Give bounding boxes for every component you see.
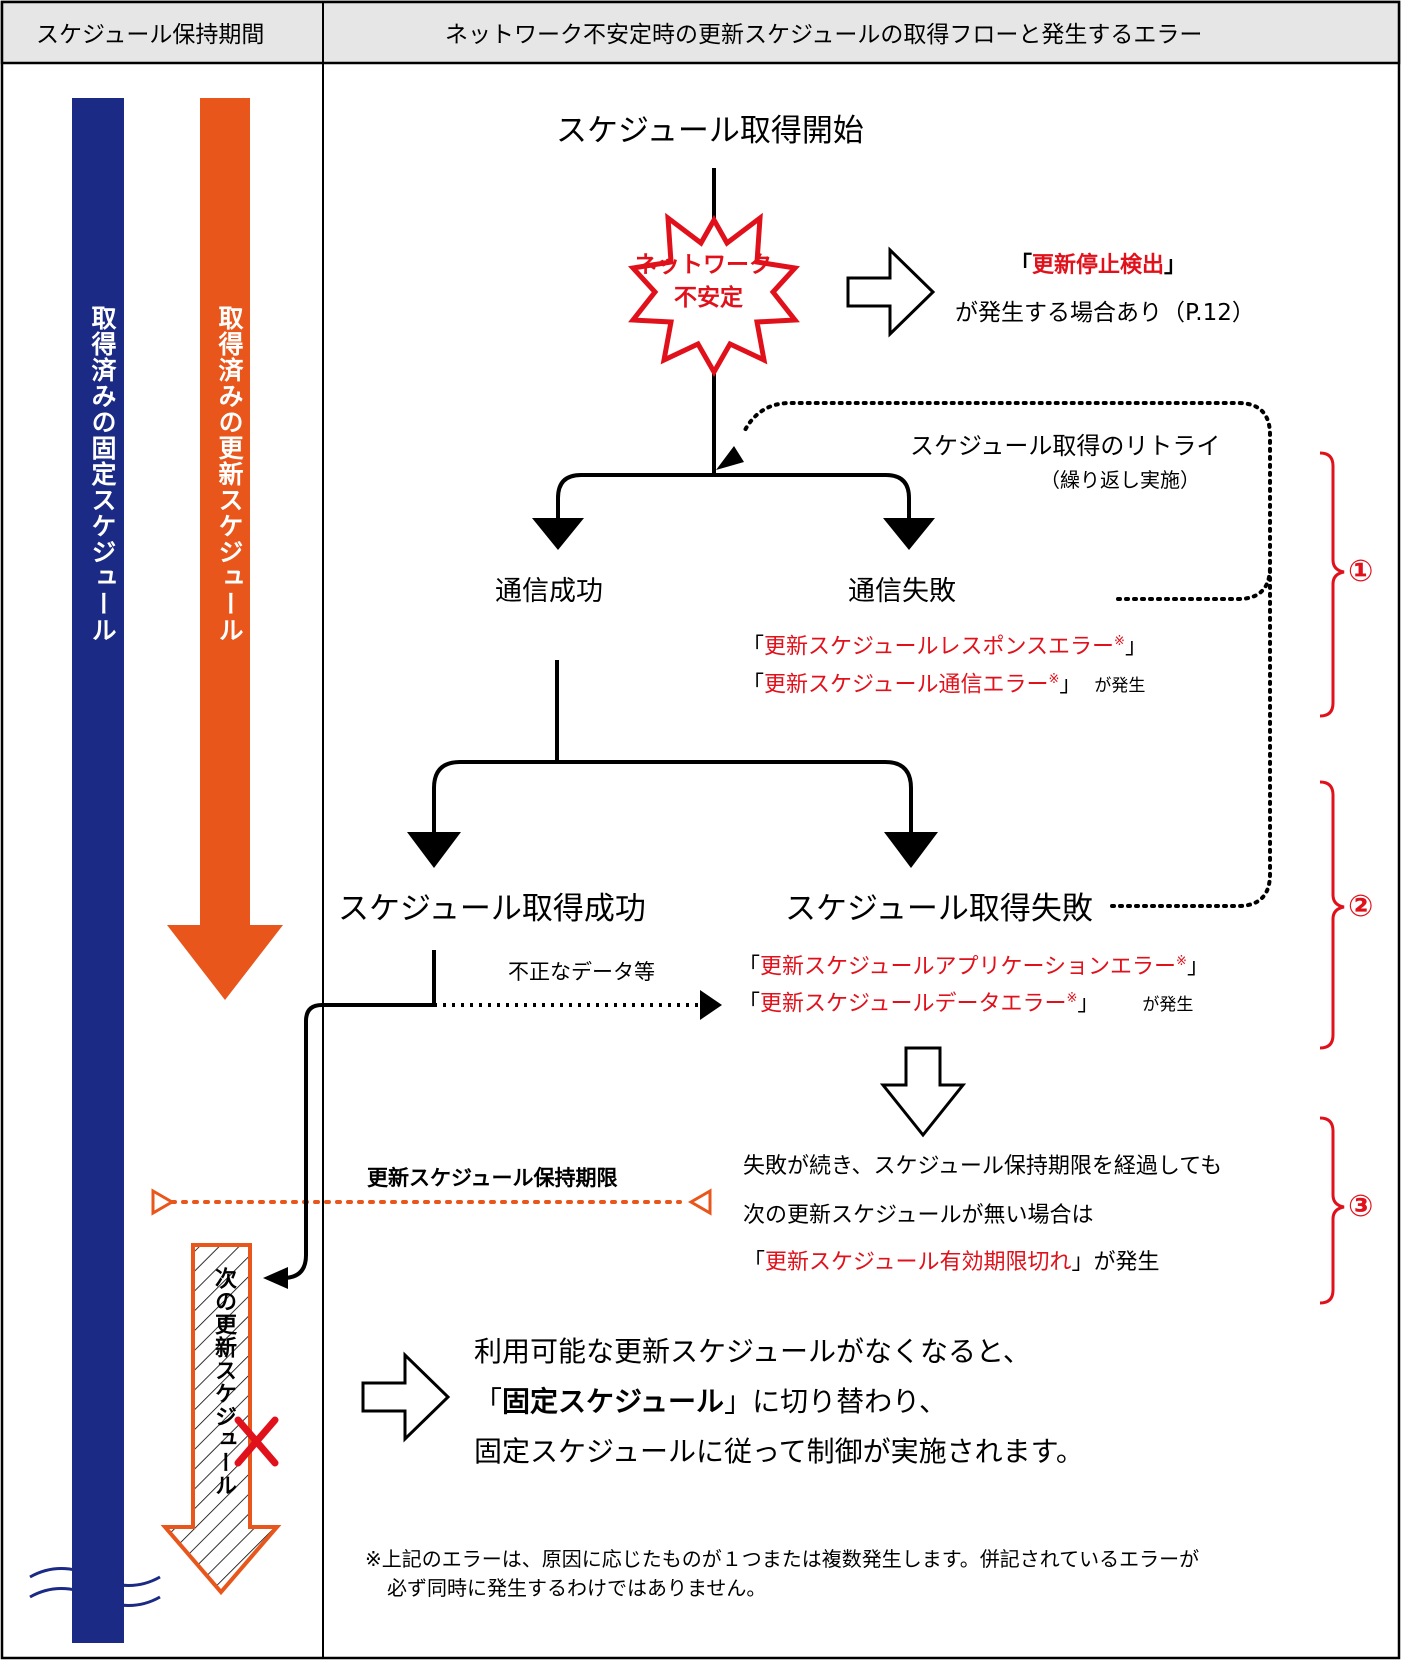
next-schedule-arrow xyxy=(160,1243,282,1596)
error-name: 更新スケジュール通信エラー xyxy=(764,672,1049,698)
update-schedule-label: 取得済みの更新スケジュール xyxy=(215,305,244,643)
bracket-close: 」 xyxy=(1071,1250,1094,1275)
bracket-open: 「 xyxy=(742,672,765,698)
retry-loop-line xyxy=(743,401,1272,601)
comm-success: 通信成功 xyxy=(495,576,603,607)
error-name: 更新スケジュール有効期限切れ xyxy=(765,1250,1072,1275)
stop-detect: 「更新停止検出」 xyxy=(1010,253,1186,279)
bracket-open: 「 xyxy=(738,954,761,980)
sched-success: スケジュール取得成功 xyxy=(338,891,646,927)
expiry-right-marker xyxy=(688,1188,712,1216)
bracket-open: 「 xyxy=(1010,253,1033,278)
note-mark: ※ xyxy=(1176,954,1187,969)
arrow-head-sched-success xyxy=(407,832,461,868)
switch-line3: 固定スケジュールに従って制御が実施されます。 xyxy=(474,1435,1084,1468)
expiry-text-2: 次の更新スケジュールが無い場合は xyxy=(743,1203,1094,1228)
burst-line1: ネットワーク xyxy=(634,252,772,278)
switch-line2: 「固定スケジュール」に切り替わり、 xyxy=(474,1385,947,1419)
note-mark: ※ xyxy=(1066,991,1078,1006)
error-data: 「更新スケジュールデータエラー※」 が発生 xyxy=(738,991,1193,1018)
footnote-line1: ※上記のエラーは、原因に応じたものが１つまたは複数発生します。併記されているエラ… xyxy=(365,1547,1200,1571)
marker-3: ③ xyxy=(1348,1189,1374,1224)
bracket-close: 」 xyxy=(1124,634,1147,660)
bracket-open: 「 xyxy=(474,1385,503,1418)
switch-line1: 利用可能な更新スケジュールがなくなると、 xyxy=(474,1335,1031,1368)
flow-start: スケジュール取得開始 xyxy=(556,113,864,149)
split-line-1 xyxy=(556,473,911,520)
bracket-close: 」 xyxy=(1059,672,1082,698)
right-arrow-icon-1 xyxy=(846,246,936,338)
retry-arrow-head xyxy=(716,446,744,470)
arrow-head-fail xyxy=(883,518,935,550)
bracket-open: 「 xyxy=(738,991,761,1017)
down-arrow-icon xyxy=(879,1046,967,1138)
bracket-close: 」 xyxy=(1077,991,1100,1017)
brace-3 xyxy=(1319,1116,1345,1305)
brace-2 xyxy=(1319,780,1345,1050)
fixed-schedule-name: 固定スケジュール xyxy=(502,1385,725,1418)
switch-rest: 」に切り替わり、 xyxy=(724,1385,947,1418)
right-arrow-icon-2 xyxy=(361,1351,451,1443)
split-line-2 xyxy=(432,760,913,835)
error-name: 更新スケジュールレスポンスエラー xyxy=(764,634,1115,660)
bracket-close: 」 xyxy=(1186,954,1209,980)
invalid-data-arrow-head xyxy=(700,990,722,1020)
bracket-open: 「 xyxy=(743,1250,766,1275)
retry-loop-line-2 xyxy=(1110,568,1272,908)
fixed-schedule-label: 取得済みの固定スケジュール xyxy=(88,305,117,643)
error-suffix: が発生 xyxy=(1094,676,1146,697)
sched-fail: スケジュール取得失敗 xyxy=(785,891,1093,927)
retry-note: （繰り返し実施） xyxy=(1040,468,1200,492)
footnote: ※上記のエラーは、原因に応じたものが１つまたは複数発生します。併記されているエラ… xyxy=(365,1545,1375,1603)
arrow-head-success xyxy=(532,518,584,550)
expiry-text-1: 失敗が続き、スケジュール保持期限を経過しても xyxy=(743,1154,1223,1179)
bracket-close: 」 xyxy=(1164,253,1187,278)
invalid-data-label: 不正なデータ等 xyxy=(508,960,655,984)
wave-icon xyxy=(29,1567,161,1607)
error-name: 更新スケジュールアプリケーションエラー xyxy=(760,954,1177,980)
fallback-arrow-head xyxy=(263,1267,288,1289)
update-schedule-arrow xyxy=(167,98,283,1000)
error-communication: 「更新スケジュール通信エラー※」 が発生 xyxy=(742,672,1145,699)
bracket-open: 「 xyxy=(742,634,765,660)
error-response: 「更新スケジュールレスポンスエラー※」 xyxy=(742,634,1147,661)
header-left: スケジュール保持期間 xyxy=(36,22,265,48)
fallback-line xyxy=(282,1003,434,1280)
arrow-head-sched-fail xyxy=(884,832,938,868)
note-mark: ※ xyxy=(1048,672,1060,687)
stop-detect-suffix: が発生する場合あり（P.12） xyxy=(955,300,1255,326)
burst-icon xyxy=(628,212,800,378)
stop-detect-name: 更新停止検出 xyxy=(1032,253,1165,278)
brace-1 xyxy=(1319,451,1345,718)
marker-2: ② xyxy=(1348,889,1374,924)
header-right: ネットワーク不安定時の更新スケジュールの取得フローと発生するエラー xyxy=(445,22,1203,48)
cross-icon xyxy=(234,1416,279,1467)
fixed-schedule-bar xyxy=(72,98,124,1643)
note-mark: ※ xyxy=(1114,634,1125,649)
expiry-left-marker xyxy=(151,1188,175,1216)
footnote-line2: 必ず同時に発生するわけではありません。 xyxy=(387,1576,767,1600)
header-band xyxy=(0,0,1401,65)
next-schedule-label: 次の更新スケジュール xyxy=(211,1267,236,1497)
comm-fail: 通信失敗 xyxy=(848,576,956,607)
retry-label: スケジュール取得のリトライ xyxy=(910,432,1221,460)
error-name: 更新スケジュールデータエラー xyxy=(760,991,1067,1017)
error-suffix: が発生 xyxy=(1142,995,1194,1016)
marker-1: ① xyxy=(1348,554,1374,589)
error-suffix: が発生 xyxy=(1093,1250,1160,1275)
expiry-label: 更新スケジュール保持期限 xyxy=(367,1166,618,1190)
expiry-text-3: 「更新スケジュール有効期限切れ」が発生 xyxy=(743,1250,1160,1276)
burst-line2: 不安定 xyxy=(674,285,743,311)
error-application: 「更新スケジュールアプリケーションエラー※」 xyxy=(738,954,1209,981)
